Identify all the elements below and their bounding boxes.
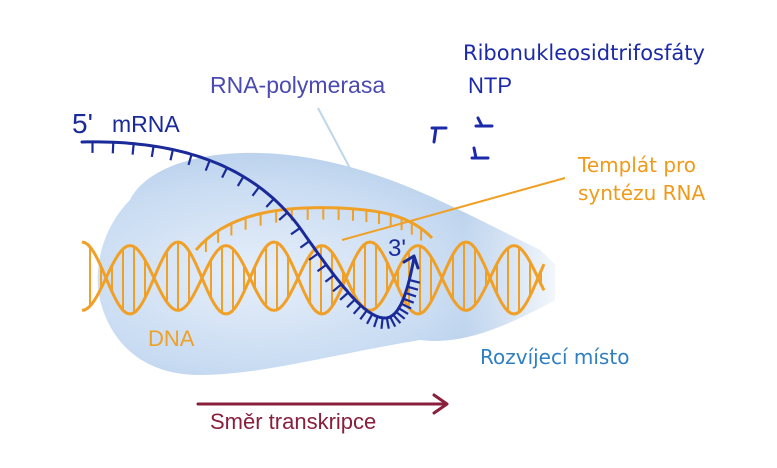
mrna-label: mRNA [112,111,180,137]
mrna-base [400,302,412,310]
ntp-molecule [470,146,490,160]
three-prime-arrowhead [402,254,420,270]
mrna-base [389,316,397,328]
mrna-base [346,298,356,309]
mrna-base [187,154,193,166]
mrna-base [299,240,310,249]
ntp-label: NTP [468,73,512,98]
template-label-line1: Templát pro [577,153,696,177]
mrna-base [278,211,289,221]
ntp-molecule [430,126,448,144]
mrna-base [150,145,155,158]
ntp-molecule [474,116,494,128]
three-prime-label: 3' [388,235,406,262]
mrna-base [380,317,384,329]
five-prime-label: 5' [72,108,93,139]
polymerase-pointer-line [317,107,353,173]
mrna-base [251,186,260,197]
mrna-base [332,283,343,293]
mrna-base [265,198,275,208]
unwinding-site-label: Rozvíjecí místo [480,345,629,369]
dna-strand [81,244,546,312]
mrna-base [316,263,327,273]
dna-label: DNA [148,326,195,351]
mrna-base [395,311,406,320]
direction-arrow [196,393,449,415]
dna-double-helix [81,240,546,316]
template-label-line2: syntézu RNA [578,181,705,205]
mrna-base [409,278,421,284]
mrna-base [403,297,415,304]
mrna-base [131,143,135,155]
mrna-base [169,149,174,161]
mrna-base [359,309,368,320]
ntp-title-label: Ribonukleosidtrifosfáty [463,41,705,65]
mrna-base [324,274,335,283]
mrna-base [392,314,402,324]
mrna-base [385,317,390,329]
mrna-base [221,167,228,179]
mrna-base [407,285,419,291]
mrna-base [339,291,350,301]
template-strand-line [194,206,434,251]
transcription-direction-label: Směr transkripce [210,409,376,434]
mrna-base [373,316,379,328]
mrna-base [111,142,115,154]
template-pointer-line [341,177,566,241]
mrna-base [308,252,319,261]
ntp-molecules [430,116,494,160]
mrna-strand-line [80,140,416,320]
mrna-base [405,291,417,298]
mrna-base [366,313,374,325]
mrna-base [290,227,301,236]
mrna-base [204,159,211,172]
mrna-strand [80,140,421,329]
rna-polymerase-label: RNA-polymerasa [210,72,385,98]
dna-strand [81,240,546,316]
mrna-base [236,176,245,187]
mrna-base [352,304,362,315]
mrna-base [398,307,409,315]
